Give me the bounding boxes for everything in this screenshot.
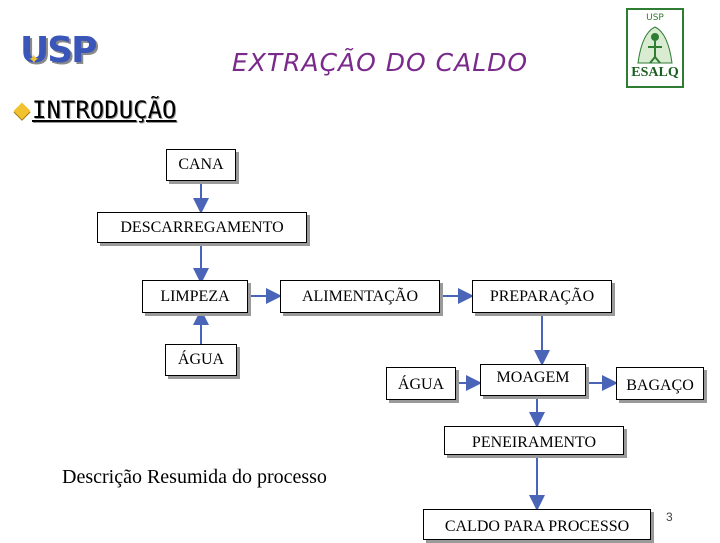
- page-title: EXTRAÇÃO DO CALDO: [231, 48, 529, 77]
- box-peneiramento: PENEIRAMENTO: [444, 426, 624, 455]
- diagram-caption: Descrição Resumida do processo: [62, 466, 327, 488]
- esalq-emblem-icon: [637, 26, 673, 64]
- box-caldo: CALDO PARA PROCESSO: [423, 509, 651, 540]
- box-agua-right: ÁGUA: [386, 367, 456, 400]
- esalq-logo-bottom: ESALQ: [631, 65, 679, 80]
- esalq-logo: USP ESALQ: [626, 8, 684, 88]
- box-alimentacao: ALIMENTAÇÃO: [280, 280, 440, 313]
- page-number: 3: [666, 510, 673, 524]
- box-descarregamento: DESCARREGAMENTO: [97, 212, 307, 243]
- usp-logo: USP ✦: [20, 30, 112, 72]
- box-cana: CANA: [166, 149, 236, 181]
- usp-star-icon: ✦: [28, 53, 40, 68]
- usp-logo-text: USP: [20, 30, 98, 71]
- box-limpeza: LIMPEZA: [142, 280, 248, 313]
- section-heading-label: INTRODUÇÃO: [32, 96, 177, 124]
- box-agua-left: ÁGUA: [165, 344, 237, 376]
- box-preparacao: PREPARAÇÃO: [472, 280, 612, 313]
- section-heading: INTRODUÇÃO: [13, 96, 177, 124]
- esalq-logo-top: USP: [646, 13, 664, 23]
- box-bagaco: BAGAÇO: [616, 367, 704, 400]
- box-moagem: MOAGEM: [480, 364, 586, 396]
